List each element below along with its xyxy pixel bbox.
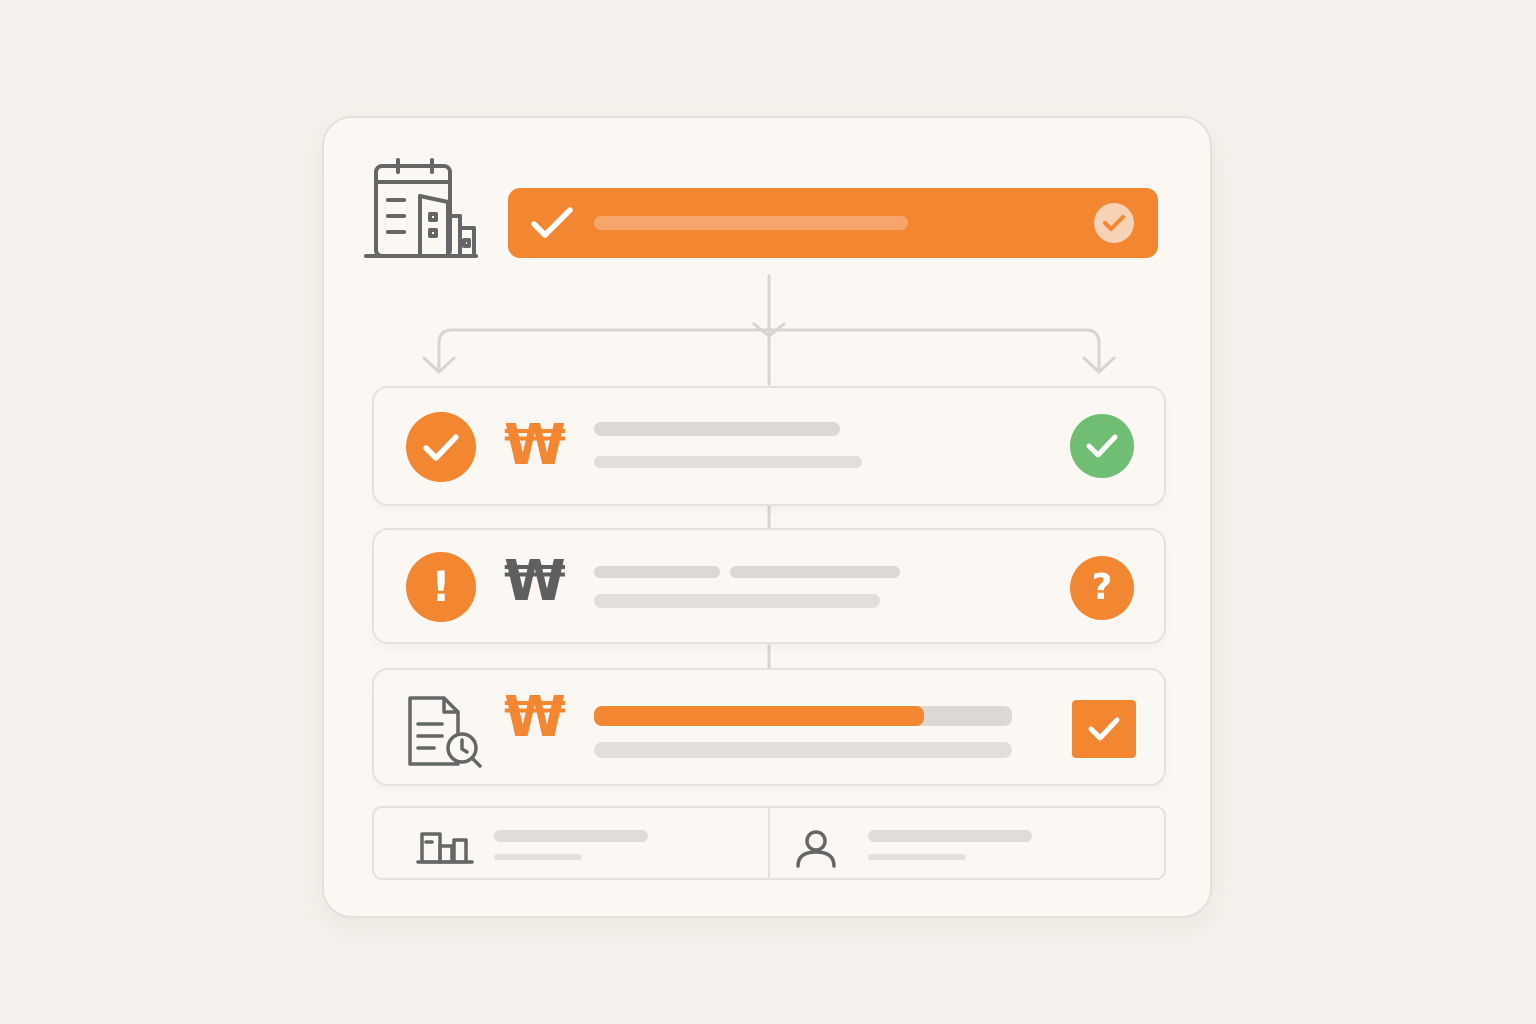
exclamation-circle-icon: !: [406, 552, 476, 622]
checkbox-checked-icon[interactable]: [1072, 700, 1136, 758]
item-title-placeholder: [594, 422, 840, 436]
item-subtitle-placeholder: [594, 594, 880, 608]
buildings-icon: [416, 828, 474, 873]
item-title-placeholder: [730, 566, 900, 578]
item-subtitle-placeholder: [594, 456, 862, 468]
list-item[interactable]: ₩: [372, 668, 1166, 786]
user-icon[interactable]: [794, 828, 838, 873]
footer-left-subtitle-placeholder: [494, 854, 582, 860]
footer-left-title-placeholder: [494, 830, 648, 842]
won-currency-icon: ₩: [504, 685, 566, 750]
item-subtitle-placeholder: [594, 742, 1012, 758]
footer-right-subtitle-placeholder: [868, 854, 966, 860]
check-circle-icon: [1094, 203, 1134, 243]
won-currency-icon: ₩: [504, 549, 566, 614]
progress-fill: [594, 706, 925, 726]
check-circle-icon: [406, 412, 476, 482]
list-item[interactable]: ₩: [372, 386, 1166, 506]
check-icon: [528, 204, 576, 247]
item-title-placeholder: [594, 566, 720, 578]
footer-right-title-placeholder: [868, 830, 1032, 842]
document-search-icon: [406, 694, 486, 775]
progress-track: [594, 706, 1012, 726]
branch-arrows-icon: [324, 268, 1214, 918]
won-currency-icon: ₩: [504, 413, 566, 478]
calendar-building-icon: [364, 156, 480, 260]
workflow-card: ₩ ! ₩ ?: [322, 116, 1212, 918]
question-circle-icon[interactable]: ?: [1070, 556, 1134, 620]
header-status-bar[interactable]: [508, 188, 1158, 258]
header-title-placeholder: [594, 216, 908, 230]
footer-panel: [372, 806, 1166, 880]
list-item[interactable]: ! ₩ ?: [372, 528, 1166, 644]
check-circle-icon[interactable]: [1070, 414, 1134, 478]
footer-divider: [768, 808, 770, 878]
